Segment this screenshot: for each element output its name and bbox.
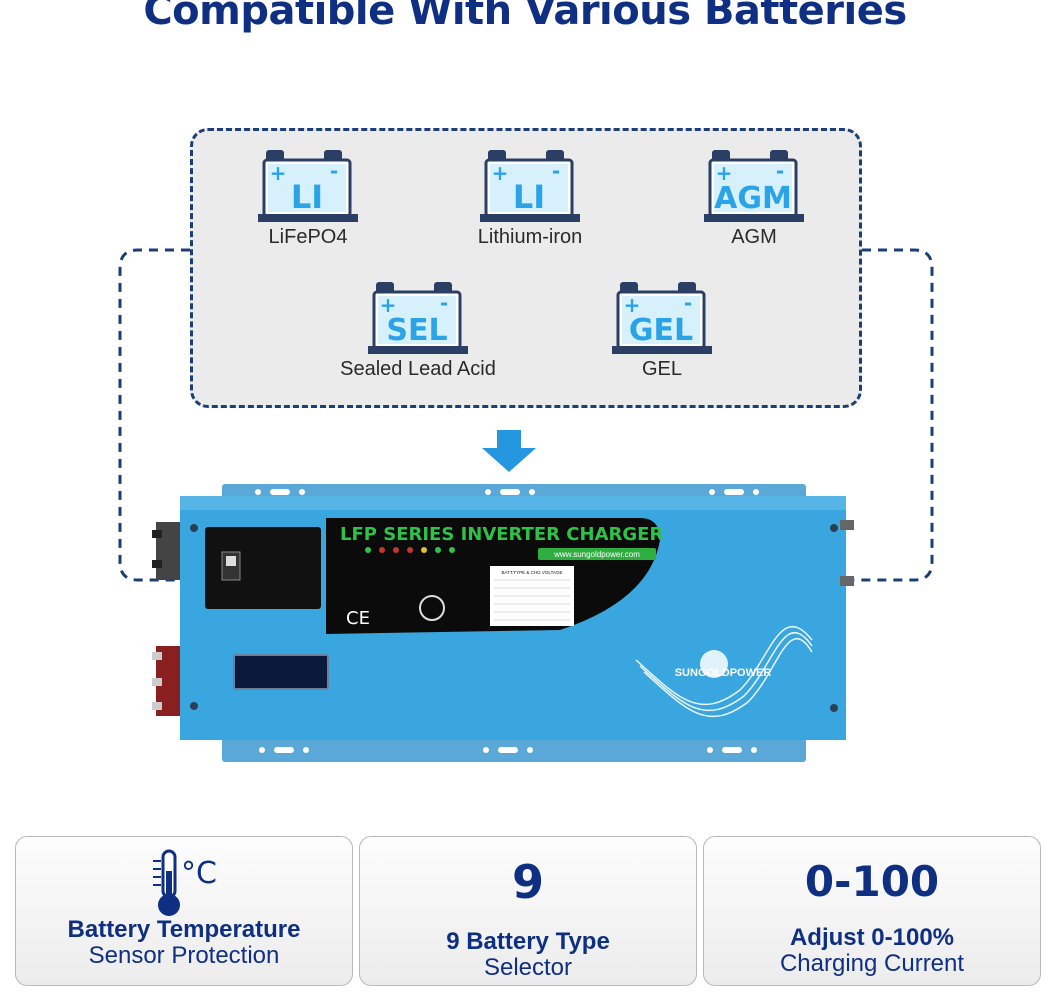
battery-gel: + - GEL GEL (592, 280, 732, 381)
minus-sign: - (330, 159, 338, 183)
table-title: BATT.TYPE & CHG VOLTAGE (501, 570, 562, 575)
lcd-display (233, 654, 329, 690)
down-arrow-icon (482, 430, 536, 472)
feature-headline: 0-100 (804, 857, 940, 906)
feature-line2: Charging Current (779, 950, 965, 977)
feature-headline: 9 (511, 855, 544, 909)
plus-sign: + (270, 161, 287, 185)
feature-line1: Battery Temperature (67, 916, 301, 943)
battery-sealed-lead-acid: + - SEL Sealed Lead Acid (340, 280, 496, 381)
feature-charging-current: 0-100 Adjust 0-100% Charging Current (703, 836, 1041, 986)
battery-icon: + - SEL (368, 282, 468, 354)
celsius-symbol: °C (181, 856, 217, 891)
sine-wave-logo (635, 625, 813, 718)
battery-badge: LI (291, 178, 323, 216)
plus-sign: + (492, 161, 509, 185)
battery-agm: + - AGM AGM (684, 148, 824, 249)
battery-lifepo4: + - LI LiFePO4 (238, 148, 378, 249)
minus-sign: - (684, 291, 692, 315)
battery-label: Sealed Lead Acid (340, 358, 496, 380)
ce-mark: CE (346, 608, 370, 629)
page-title: Compatible With Various Batteries (143, 0, 907, 34)
battery-label: GEL (641, 358, 683, 380)
battery-label: AGM (731, 226, 777, 248)
feature-line2: Sensor Protection (88, 942, 280, 969)
plus-sign: + (716, 161, 733, 185)
battery-icon: + - LI (258, 150, 358, 222)
battery-icon: + - GEL (612, 282, 712, 354)
battery-label: LiFePO4 (268, 226, 348, 248)
battery-type-dial (419, 595, 445, 621)
battery-lithium-iron: + - LI Lithium-iron (460, 148, 600, 249)
inverter-charger-illustration: LFP SERIES INVERTER CHARGER www.sungoldp… (152, 484, 854, 762)
battery-icon: + - AGM (704, 150, 804, 222)
series-title: LFP SERIES INVERTER CHARGER (340, 524, 663, 545)
brand-logo: SUNGOLDPOWER (675, 667, 772, 679)
battery-label: Lithium-iron (477, 226, 583, 248)
battery-badge: AGM (714, 181, 792, 216)
terminal-posts (152, 522, 182, 716)
feature-line1: Adjust 0-100% (789, 924, 955, 951)
battery-icon: + - LI (480, 150, 580, 222)
website: www.sungoldpower.com (553, 550, 640, 559)
minus-sign: - (552, 159, 560, 183)
minus-sign: - (440, 291, 448, 315)
feature-battery-selector: 9 9 Battery Type Selector (359, 836, 697, 986)
feature-line1: 9 Battery Type (446, 928, 610, 955)
minus-sign: - (776, 159, 784, 183)
battery-badge: LI (513, 178, 545, 216)
feature-temperature-sensor: °C Battery Temperature Sensor Protection (15, 836, 353, 986)
feature-line2: Selector (483, 954, 573, 981)
status-leds (365, 547, 455, 553)
thermometer-celsius-icon: °C (153, 849, 217, 916)
battery-badge: SEL (386, 313, 447, 348)
power-switch-panel (205, 527, 321, 609)
plus-sign: + (380, 293, 397, 317)
plus-sign: + (624, 293, 641, 317)
battery-badge: GEL (629, 313, 693, 348)
